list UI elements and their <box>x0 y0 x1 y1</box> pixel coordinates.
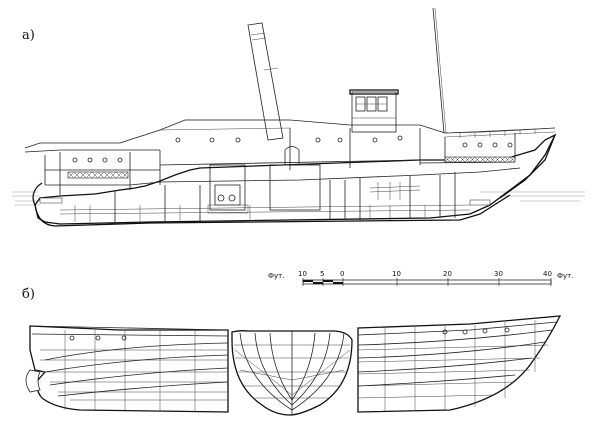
panel-b-label: б) <box>22 287 35 302</box>
stern <box>499 134 556 199</box>
scale-bar: Фут. Фут. 10 5 0 10 20 30 40 <box>268 270 573 286</box>
scale-unit-right: Фут. <box>557 272 573 280</box>
scale-tick-label: 40 <box>543 270 552 278</box>
portholes <box>72 135 513 163</box>
lines-plan <box>25 315 562 416</box>
longitudinal-section <box>12 7 585 227</box>
lines-profile-right <box>357 315 562 413</box>
scale-tick-label: 10 <box>298 270 307 278</box>
scale-unit-left: Фут. <box>268 272 284 280</box>
scale-tick-label: 20 <box>443 270 452 278</box>
mast <box>432 7 445 134</box>
scale-tick-label: 0 <box>340 270 344 278</box>
scale-tick-label: 10 <box>392 270 401 278</box>
body-plan <box>231 330 353 416</box>
deck-planking <box>39 156 516 206</box>
hull-outline <box>34 133 557 225</box>
panel-a-label: а) <box>22 28 35 43</box>
waterline <box>12 191 585 206</box>
scale-tick-label: 5 <box>320 270 324 278</box>
funnel <box>247 22 284 141</box>
scale-tick-label: 30 <box>494 270 503 278</box>
lines-profile-left <box>25 325 229 413</box>
boiler-room <box>207 146 321 214</box>
pilot-house <box>349 89 399 133</box>
keel-line <box>34 194 511 227</box>
